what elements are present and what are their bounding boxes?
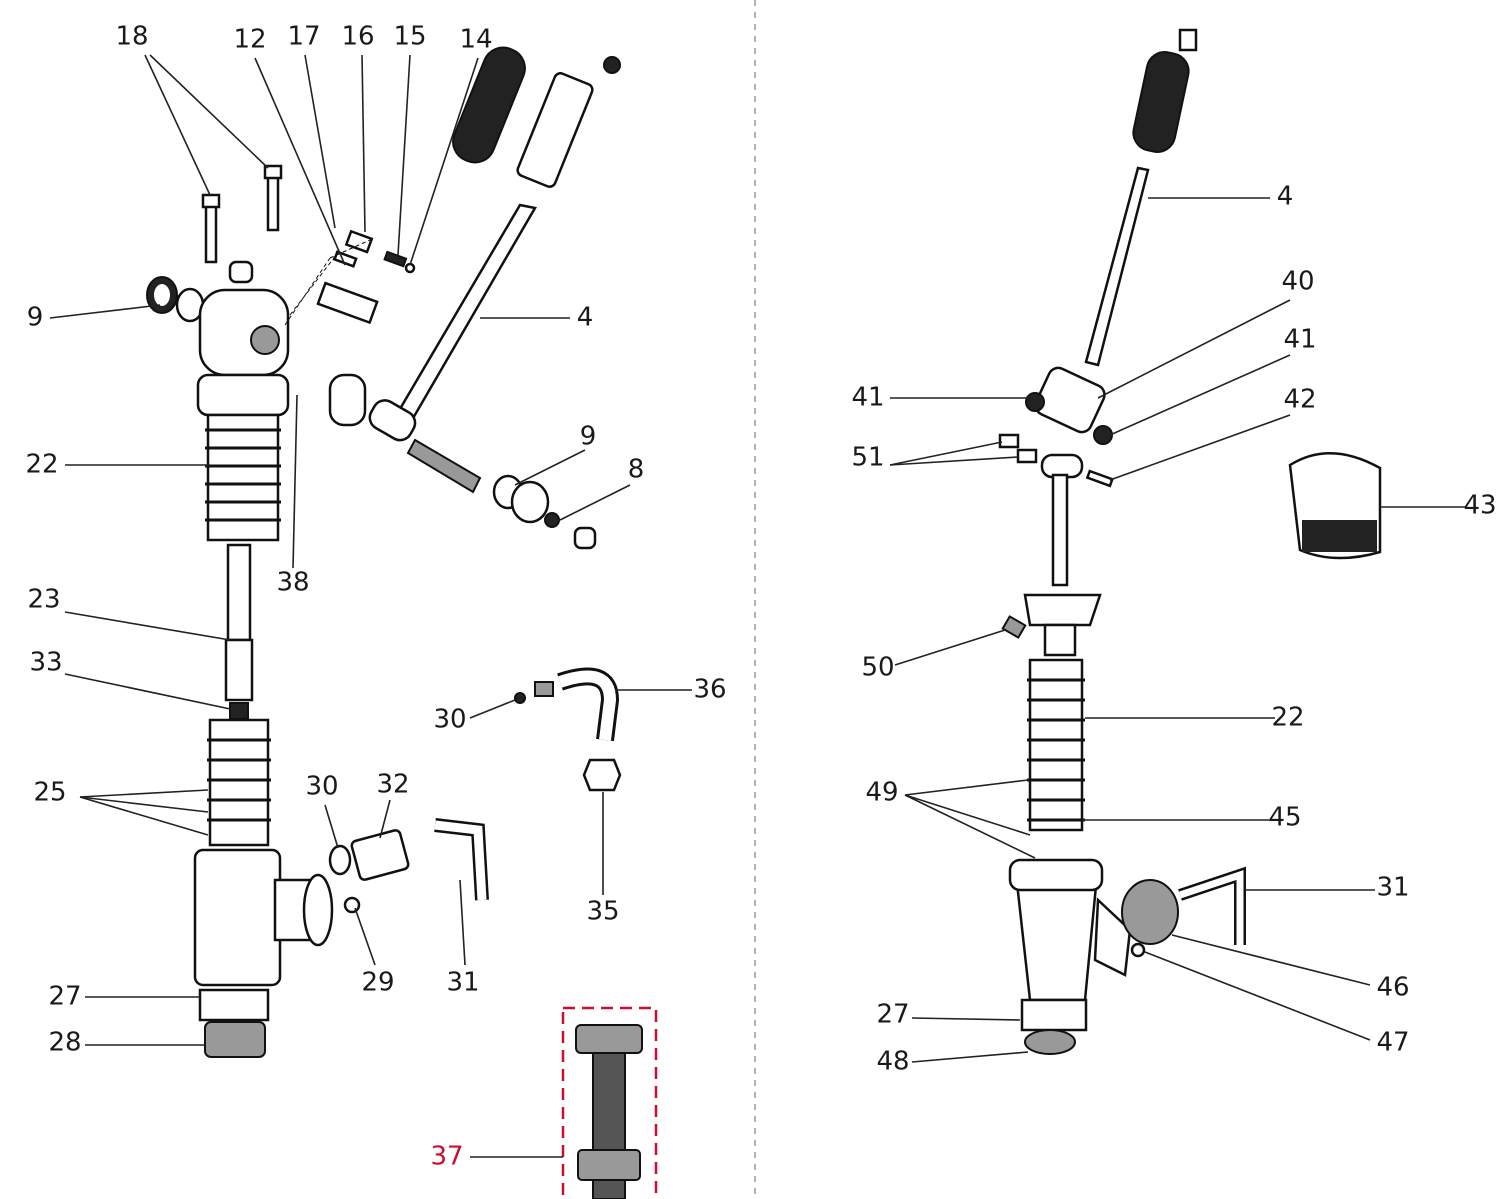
bolt-37-nut — [577, 1149, 641, 1181]
left-callouts: 18 12 17 16 15 14 9 4 22 38 9 8 23 33 30… — [25, 22, 726, 1172]
callout: 18 — [115, 22, 148, 52]
fitting-32 — [350, 829, 410, 881]
gasket-46 — [1121, 879, 1179, 945]
callout: 27 — [876, 1000, 909, 1030]
callout: 14 — [459, 25, 492, 55]
callout: 12 — [233, 25, 266, 55]
callout: 41 — [1283, 325, 1316, 355]
callout: 49 — [865, 778, 898, 808]
callout: 45 — [1268, 803, 1301, 833]
rod-23 — [226, 543, 252, 642]
callout: 31 — [1376, 873, 1409, 903]
callout: 30 — [433, 705, 466, 735]
leader-lines — [49, 54, 1465, 1158]
callout: 16 — [341, 22, 374, 52]
callout: 36 — [693, 675, 726, 705]
callout: 46 — [1376, 973, 1409, 1003]
callout: 28 — [48, 1028, 81, 1058]
callout: 31 — [446, 968, 479, 998]
callout: 50 — [861, 653, 894, 683]
callout: 43 — [1463, 491, 1496, 521]
lever-4-right — [1084, 166, 1150, 367]
bolt-18b — [266, 170, 280, 232]
cap-48 — [1024, 1029, 1076, 1055]
callout: 23 — [27, 585, 60, 615]
right-callouts: 4 40 41 41 42 51 43 50 22 49 45 31 46 47… — [851, 182, 1496, 1077]
grip-right — [1132, 51, 1190, 153]
callout: 47 — [1376, 1028, 1409, 1058]
callout: 35 — [586, 897, 619, 927]
bolt-37-head — [575, 1024, 643, 1054]
bolt-18a — [204, 198, 218, 264]
callout: 4 — [577, 303, 594, 333]
callout: 25 — [33, 778, 66, 808]
right-assembly-drawing — [998, 28, 1382, 1055]
callout: 8 — [628, 455, 645, 485]
callout: 41 — [851, 383, 884, 413]
callout: 40 — [1281, 267, 1314, 297]
callout: 22 — [1271, 703, 1304, 733]
spring-22-right — [1028, 658, 1084, 832]
valve-body — [193, 848, 282, 987]
callout: 15 — [393, 22, 426, 52]
callout: 4 — [1277, 182, 1294, 212]
callout: 29 — [361, 968, 394, 998]
nut-35 — [582, 758, 622, 792]
callout-highlight-37: 37 — [430, 1142, 463, 1172]
highlight-box-37 — [561, 1006, 658, 1199]
callout: 9 — [580, 422, 597, 452]
callout: 48 — [876, 1047, 909, 1077]
callout: 17 — [287, 22, 320, 52]
callout: 27 — [48, 982, 81, 1012]
callout: 33 — [29, 648, 62, 678]
left-assembly-drawing — [146, 46, 622, 1058]
nut-28 — [204, 1021, 266, 1058]
callout: 22 — [25, 450, 58, 480]
spring-22 — [206, 413, 280, 542]
clevis-40 — [1034, 366, 1106, 434]
callout: 9 — [27, 303, 44, 333]
grip — [452, 46, 526, 164]
callout: 32 — [376, 770, 409, 800]
lever-4 — [395, 203, 537, 422]
callout: 30 — [305, 772, 338, 802]
callout: 42 — [1283, 385, 1316, 415]
callout: 38 — [276, 568, 309, 598]
callout: 51 — [851, 443, 884, 473]
